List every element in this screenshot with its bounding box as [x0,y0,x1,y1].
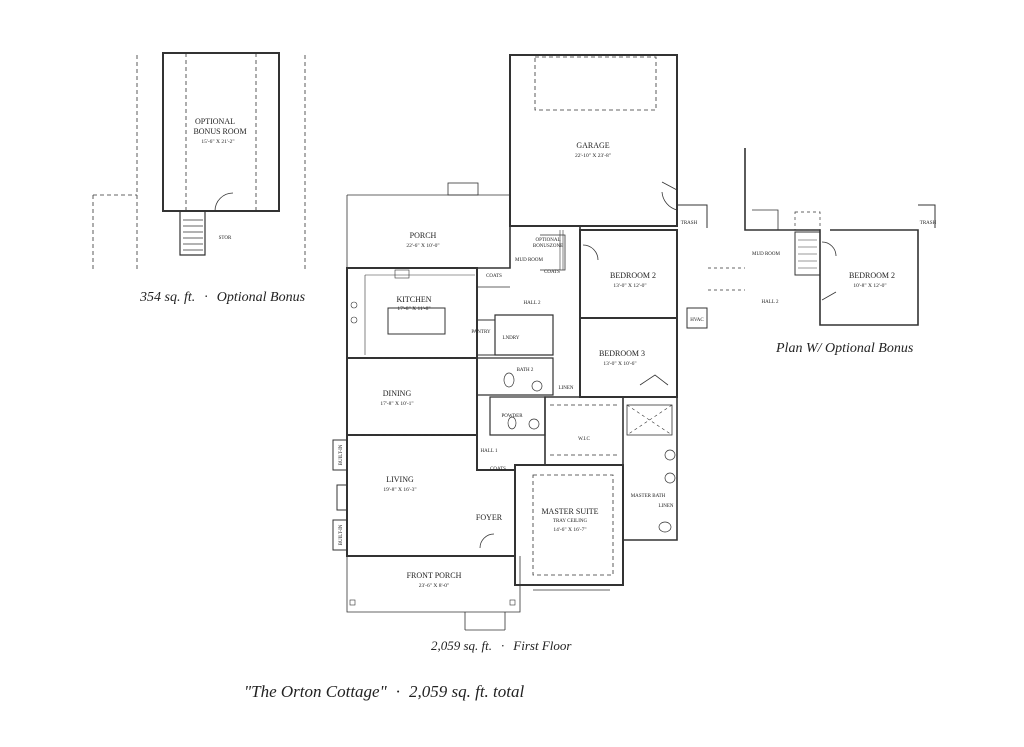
powder-label: POWDER [501,414,523,419]
front-porch-name: FRONT PORCH [407,571,462,580]
coats-label-kitchen: COATS [486,274,502,279]
hall2-label: HALL 2 [524,301,541,306]
home-title-caption: "The Orton Cottage" · 2,059 sq. ft. total [244,682,524,702]
bonus-caption: 354 sq. ft. · Optional Bonus [140,290,305,306]
mud-room-label: MUD ROOM [515,258,543,263]
dining-dim: 17'-8" X 10'-1" [380,401,413,407]
bath2-label: BATH 2 [517,368,534,373]
foyer-name: FOYER [476,513,503,522]
master-suite-dim: 14'-6" X 16'-7" [553,527,586,533]
alt-plan-labels: TRASH MUD ROOM HALL 2 BEDROOM 2 10'-8" X… [752,221,937,305]
stor-label: STOR [219,236,232,241]
linen-label: LINEN [559,386,574,391]
bonus-room-name-1: OPTIONAL [195,117,235,126]
home-name: "The Orton Cottage" [244,682,387,701]
coats-label-lower: COATS [490,467,506,472]
alt-plan-detail [708,148,936,326]
room-labels: GARAGE 22'-10" X 23'-8" PORCH 22'-6" X 1… [380,141,656,589]
built-in-label-bottom: BUILT-IN [339,524,344,545]
bonus-label: Optional Bonus [216,290,306,305]
bedroom2-dim: 13'-0" X 12'-0" [613,283,646,289]
alt-plan-caption: Plan W/ Optional Bonus [776,341,914,356]
lndry-label: LNDRY [503,336,520,341]
porch-dim: 22'-6" X 10'-0" [406,243,439,249]
hvac-label: HVAC [690,318,704,323]
small-labels: TRASH HVAC OPTIONAL BONUSZONE MUD ROOM C… [339,221,704,545]
bonus-room-name-2: BONUS ROOM [193,127,246,136]
bonus-labels: OPTIONAL BONUS ROOM 15'-6" X 21'-2" STOR [193,117,246,241]
optional-bonus-stairs-1: OPTIONAL [536,238,561,243]
bonus-room-dim: 15'-6" X 21'-2" [201,139,234,145]
alt-bedroom2-name: BEDROOM 2 [849,271,895,280]
coats-label-upper: COATS [544,270,560,275]
optional-bonus-stairs-2: BONUSZONE [533,244,563,249]
bonus-room-plan [92,52,306,272]
bonus-area: 354 sq. ft. [140,290,196,305]
bedroom3-dim: 13'-0" X 10'-6" [603,361,636,367]
total-area: 2,059 sq. ft. total [408,682,525,701]
separator: · [395,682,400,701]
hall1-label: HALL 1 [481,449,498,454]
living-dim: 19'-8" X 16'-3" [383,487,416,493]
master-suite-sub: TRAY CEILING [553,519,588,524]
first-floor-caption: 2,059 sq. ft. · First Floor [431,638,571,654]
porch-name: PORCH [410,231,437,240]
built-in-label-top: BUILT-IN [339,444,344,465]
kitchen-name: KITCHEN [396,295,431,304]
master-suite-name: MASTER SUITE [541,507,598,516]
dining-name: DINING [383,389,412,398]
bedroom3-name: BEDROOM 3 [599,349,645,358]
bedroom2-name: BEDROOM 2 [610,271,656,280]
linen-label-master: LINEN [659,504,674,509]
front-porch-dim: 23'-6" X 8'-0" [419,583,450,589]
garage-dim: 22'-10" X 23'-8" [575,153,611,159]
alt-hall2-label: HALL 2 [762,300,779,305]
garage-name: GARAGE [576,141,609,150]
trash-label: TRASH [681,221,698,226]
separator: · [501,638,505,653]
wic-label: W.I.C [578,437,590,442]
first-label: First Floor [513,638,572,653]
master-bath-label: MASTER BATH [631,494,666,499]
first-area: 2,059 sq. ft. [431,638,493,653]
alt-mud-room-label: MUD ROOM [752,252,780,257]
alt-bedroom2-dim: 10'-8" X 12'-0" [853,283,886,289]
kitchen-dim: 17'-8" X 11'-8" [397,306,430,312]
alt-trash-label: TRASH [920,221,937,226]
living-name: LIVING [386,475,414,484]
separator: · [204,290,208,305]
pantry-label: PANTRY [471,330,491,335]
first-floor-plan [332,54,708,631]
